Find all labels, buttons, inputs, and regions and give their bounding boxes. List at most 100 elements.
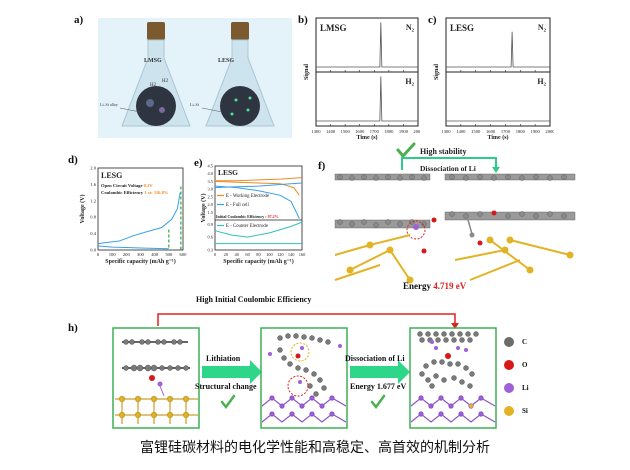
- panel-d-label: d): [68, 154, 78, 166]
- plot-frame: [214, 165, 303, 251]
- h-arrow-1: [202, 360, 262, 384]
- series-line: [214, 221, 303, 238]
- annotation-ce-value: 1 st: 116.8%: [144, 190, 169, 195]
- energy-f-label: Energy: [403, 281, 431, 291]
- y-axis-label: Voltage (V): [79, 195, 86, 224]
- x-axis-label: Time (s): [487, 134, 508, 140]
- series-line: [214, 180, 300, 196]
- h-check-1: [220, 394, 236, 410]
- x-axis-label: Specific capacity (mAh g⁻¹): [223, 258, 293, 265]
- y-tick-label: 3.5: [208, 179, 214, 184]
- y-tick-label: 3.0: [208, 187, 214, 192]
- chart-title: LMSG: [320, 23, 347, 33]
- legend-swatch-o: [504, 359, 514, 370]
- h-box-3: [409, 327, 497, 429]
- energy-f: Energy 4.719 eV: [403, 281, 466, 291]
- x-tick-label: 600: [180, 252, 188, 257]
- x-tick-label: 1400: [456, 129, 466, 134]
- stability-text: High stability: [420, 147, 466, 156]
- y-axis-label: Voltage (V): [200, 194, 207, 223]
- legend-label: C: [522, 337, 528, 346]
- x-tick-label: 140: [288, 252, 295, 257]
- y-axis-label: Signal: [304, 64, 310, 80]
- x-tick-label: 1900: [399, 129, 409, 134]
- x-axis-label: Time (s): [356, 134, 377, 140]
- energy-f-value: 4.719 eV: [433, 281, 467, 291]
- legend-item: Li: [504, 376, 544, 399]
- x-tick-label: 1700: [501, 129, 511, 134]
- x-tick-label: 1300: [441, 129, 451, 134]
- x-tick-label: 1500: [341, 129, 351, 134]
- y-tick-label: 0.8: [90, 215, 96, 220]
- y-tick-label: 0.4: [90, 231, 96, 236]
- x-tick-label: 40: [235, 252, 240, 257]
- panel-a-label: a): [74, 14, 84, 26]
- chart-title: LESG: [101, 171, 122, 180]
- figure-caption: 富锂硅碳材料的电化学性能和高稳定、高首效的机制分析: [140, 440, 490, 456]
- panel-f-illustration: High stability Dissociation of Li: [334, 142, 576, 284]
- y-tick-label: 1.5: [208, 210, 214, 215]
- annotation-ocv: Open Circuit Voltage 0.2V: [101, 183, 153, 188]
- legend-label: Li: [522, 383, 529, 392]
- h-legend: C O Li Si: [504, 330, 544, 422]
- h-arrow-2: [350, 360, 410, 384]
- x-tick-label: 1800: [384, 129, 394, 134]
- x-tick-label: 60: [245, 252, 250, 257]
- panel-h-label: h): [68, 322, 78, 334]
- legend-label: E - Working Electrode: [226, 194, 269, 199]
- annotation-ocv-value: 0.2V: [144, 183, 154, 188]
- y-tick-label: 0.3: [208, 248, 214, 253]
- x-tick-label: 1500: [471, 129, 481, 134]
- structure-right: [444, 173, 576, 221]
- efficiency-annotation: Initial Coulombic Efficiency : 97.2%: [216, 214, 279, 219]
- y-tick-label: 2.5: [208, 194, 214, 199]
- series-line: [215, 177, 303, 182]
- x-tick-label: 300: [137, 252, 145, 257]
- check-icon: [396, 142, 416, 159]
- h-step2-bottom: Energy 1.677 eV: [350, 382, 407, 391]
- y-tick-label: 0.6: [208, 235, 214, 240]
- legend-label: O: [522, 360, 528, 369]
- x-tick-label: 1600: [486, 129, 496, 134]
- panel-a-illustration: LMSG H2 H2 Li–Si alloy LESG Li–Si: [98, 18, 292, 138]
- legend-label: E - Full cell: [226, 203, 249, 208]
- series-label: H₂: [405, 77, 414, 86]
- h-step1-bottom: Structural change: [195, 382, 257, 391]
- process-text: Dissociation of Li: [420, 164, 476, 173]
- flask-left-title: LMSG: [144, 58, 162, 64]
- x-tick-label: 1400: [326, 129, 336, 134]
- x-tick-label: 120: [277, 252, 284, 257]
- x-tick-label: 160: [299, 252, 306, 257]
- flask-right-annotation: Li–Si: [190, 102, 200, 107]
- x-tick-label: 80: [256, 252, 261, 257]
- legend-item: O: [504, 353, 544, 376]
- panel-f-label: f): [318, 160, 326, 172]
- panel-c-label: c): [428, 14, 437, 26]
- legend-swatch-c: [504, 336, 514, 347]
- y-axis-label: Signal: [434, 64, 440, 80]
- series-label: N₂: [406, 23, 415, 32]
- flask-left-annotation: Li–Si alloy: [100, 102, 118, 107]
- y-tick-label: 4.0: [208, 171, 214, 176]
- panel-e-label: e): [194, 157, 203, 169]
- series-line-discharge: [97, 245, 169, 250]
- x-tick-label: 1900: [531, 129, 541, 134]
- x-tick-label: 200: [123, 252, 131, 257]
- series-line-N2: [316, 22, 418, 68]
- x-tick-label: 0: [214, 252, 217, 257]
- series-label: N₂: [538, 23, 547, 32]
- y-tick-label: 1.2: [90, 198, 96, 203]
- x-tick-label: 100: [109, 252, 117, 257]
- legend-item: C: [504, 330, 544, 353]
- x-tick-label: 20: [224, 252, 229, 257]
- flask-left: [121, 22, 191, 127]
- x-tick-label: 1300: [311, 129, 321, 134]
- h-top-arrow-label: High Initial Coulombic Efficiency: [196, 295, 312, 304]
- y-tick-label: 2.0: [90, 166, 96, 171]
- flask-right: [205, 22, 275, 127]
- series-label: H₂: [537, 77, 546, 86]
